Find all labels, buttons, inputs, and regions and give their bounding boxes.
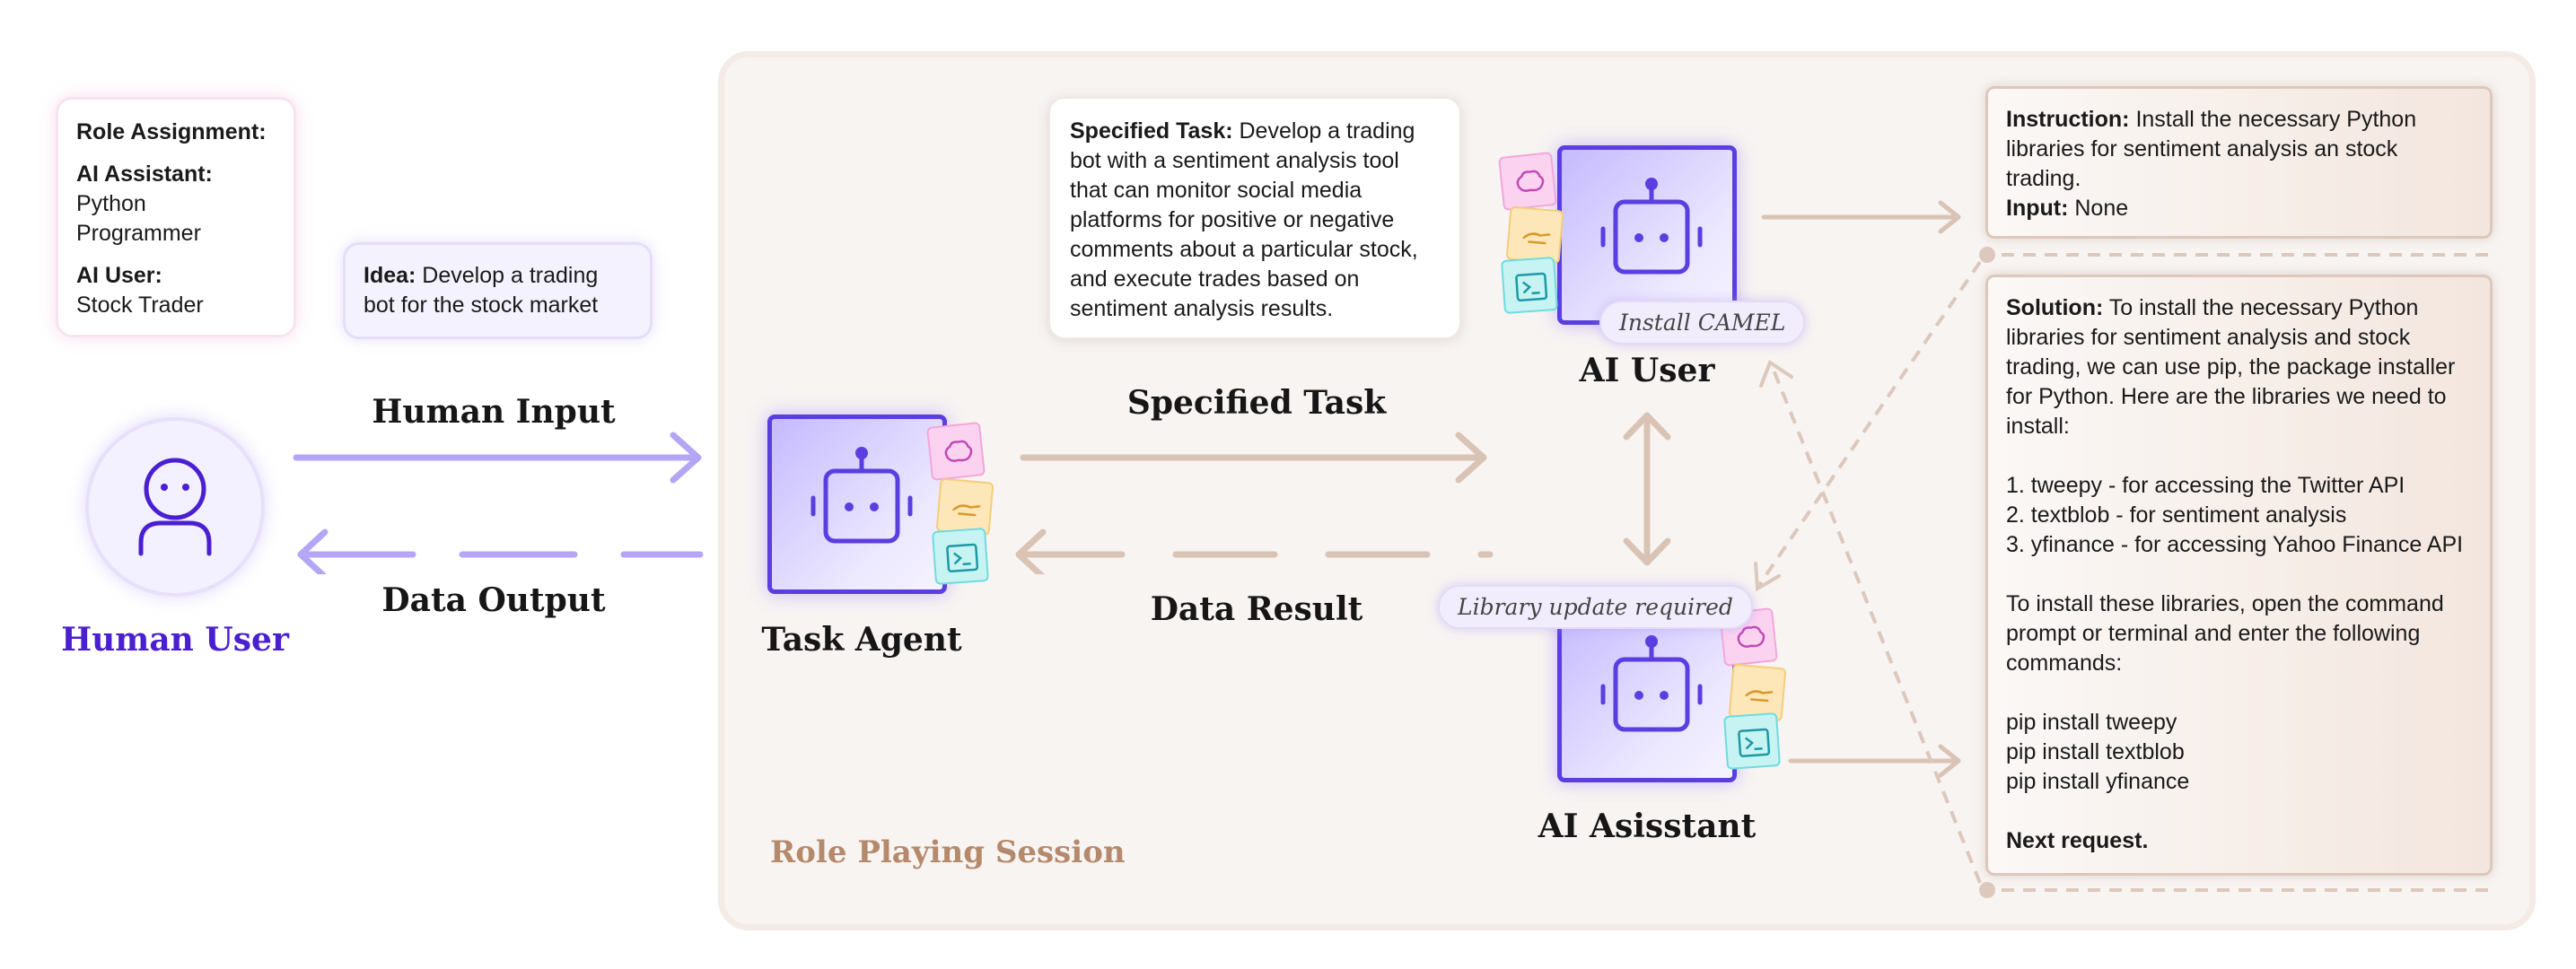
specified-task-label-arrow: Specified Task xyxy=(1126,384,1387,422)
hand-icon xyxy=(1745,690,1774,703)
data-output-label: Data Output xyxy=(381,581,606,619)
input-value: None xyxy=(2068,196,2129,221)
terminal-icon xyxy=(1515,272,1548,301)
ai-assistant-value-1: Python xyxy=(76,191,146,216)
install-camel-pill: Install CAMEL xyxy=(1599,301,1806,345)
terminal-sticker xyxy=(1500,256,1559,315)
task-agent-robot xyxy=(767,415,947,594)
session-title: Role Playing Session xyxy=(770,834,1126,870)
robot-icon xyxy=(1600,178,1703,275)
specified-task-line-6: sentiment analysis results. xyxy=(1070,296,1334,321)
human-user-avatar xyxy=(85,417,265,597)
solution-text: To install the necessary Python librarie… xyxy=(2006,295,2464,794)
human-arrows xyxy=(293,432,704,574)
hand-icon xyxy=(952,504,981,517)
instruction-text-3: trading. xyxy=(2006,166,2081,191)
instruction-text-2: libraries for sentiment analysis an stoc… xyxy=(2006,136,2398,162)
solution-label: Solution: xyxy=(2006,295,2104,320)
instruction-text-1: Install the necessary Python xyxy=(2129,107,2417,132)
task-agent-name: Task Agent xyxy=(761,621,962,659)
user-assistant-arrow xyxy=(1623,412,1671,566)
brain-icon xyxy=(1737,625,1766,648)
task-agent-arrows xyxy=(1015,432,1494,574)
brain-icon xyxy=(944,440,973,462)
input-label: Input: xyxy=(2006,196,2069,221)
idea-card: Idea: Develop a trading bot for the stoc… xyxy=(343,242,653,339)
specified-task-card: Specified Task: Develop a trading bot wi… xyxy=(1048,97,1461,339)
specified-task-line-2: that can monitor social media xyxy=(1070,178,1362,203)
ai-user-robot xyxy=(1557,145,1737,325)
specified-task-line-0: Develop a trading xyxy=(1232,118,1415,144)
solution-card: Solution: To install the necessary Pytho… xyxy=(1985,275,2493,876)
hand-sticker xyxy=(1728,663,1787,722)
robot-icon xyxy=(810,447,913,544)
hand-icon xyxy=(1522,232,1551,245)
data-result-label: Data Result xyxy=(1150,590,1363,628)
terminal-icon xyxy=(946,543,979,572)
hand-sticker xyxy=(1505,205,1564,265)
ai-assistant-robot xyxy=(1557,603,1737,782)
human-user-name: Human User xyxy=(61,621,289,659)
specified-task-line-5: and execute trades based on xyxy=(1070,266,1360,292)
role-assignment-card: Role Assignment: AI Assistant: Python Pr… xyxy=(56,97,296,337)
role-assignment-title: Role Assignment: xyxy=(76,119,267,144)
library-update-pill: Library update required xyxy=(1438,585,1753,629)
idea-label: Idea: xyxy=(364,263,416,288)
terminal-sticker xyxy=(931,527,990,586)
ai-assistant-value-2: Programmer xyxy=(76,221,201,246)
instruction-card: Instruction: Install the necessary Pytho… xyxy=(1985,86,2493,239)
specified-task-label: Specified Task: xyxy=(1070,118,1233,144)
ai-user-name: AI User xyxy=(1579,352,1715,389)
ai-assistant-name: AI Asisstant xyxy=(1538,808,1757,845)
specified-task-line-1: bot with a sentiment analysis tool xyxy=(1070,148,1399,173)
terminal-sticker xyxy=(1722,711,1782,771)
ai-user-label: AI User: xyxy=(76,263,162,288)
specified-task-line-4: comments about a particular stock, xyxy=(1070,237,1418,262)
brain-sticker xyxy=(1719,607,1778,667)
hand-sticker xyxy=(935,477,994,537)
ai-user-value: Stock Trader xyxy=(76,292,204,318)
conversation-arrows xyxy=(1754,200,2495,898)
instruction-label: Instruction: xyxy=(2006,107,2130,132)
brain-sticker xyxy=(1498,152,1557,211)
terminal-icon xyxy=(1738,728,1771,757)
next-request: Next request. xyxy=(2006,828,2149,853)
specified-task-line-3: platforms for positive or negative xyxy=(1070,207,1395,232)
user-icon xyxy=(138,458,212,556)
human-input-label: Human Input xyxy=(372,393,616,431)
brain-sticker xyxy=(926,422,986,481)
brain-icon xyxy=(1516,170,1545,192)
idea-text-1: Develop a trading xyxy=(416,263,599,288)
robot-icon xyxy=(1600,635,1703,732)
ai-assistant-label: AI Assistant: xyxy=(76,162,213,187)
idea-text-2: bot for the stock market xyxy=(364,292,599,318)
